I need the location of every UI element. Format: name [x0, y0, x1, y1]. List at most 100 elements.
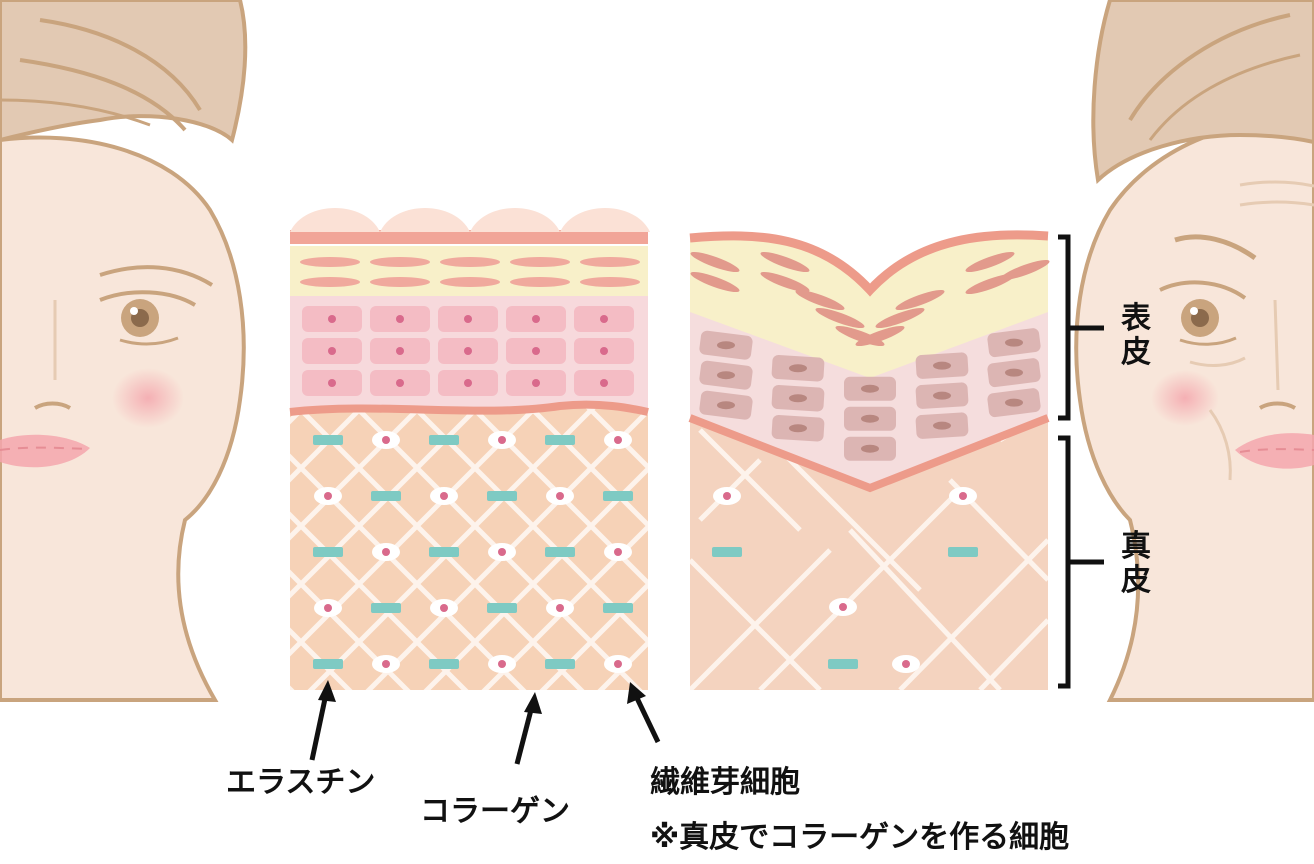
cell-nucleus: [717, 371, 735, 380]
collagen-fiber: [690, 548, 832, 690]
cell-nucleus: [328, 347, 336, 355]
elastin-fiber: [313, 659, 343, 669]
collagen-fiber: [848, 528, 1002, 690]
dermis-label-line1: 真: [1121, 529, 1151, 564]
cell-nucleus: [861, 414, 879, 423]
collagen-arrow: [514, 692, 542, 765]
collagen-fiber: [584, 403, 648, 471]
skin-surface-bump: [560, 208, 650, 232]
cell-nucleus: [933, 421, 951, 430]
granular-cell: [815, 307, 865, 329]
fibroblast-label: 繊維芽細胞: [650, 765, 800, 800]
granular-cell: [795, 289, 845, 311]
fibroblast-nucleus: [556, 604, 564, 612]
young-skin-cross-section: [289, 208, 650, 690]
fibroblast-nucleus: [382, 436, 390, 444]
granular-cell: [370, 257, 430, 267]
aged-dermis-layer: [690, 407, 1048, 690]
fibroblast-nucleus: [959, 492, 967, 500]
elastin-fiber: [313, 435, 343, 445]
cell-nucleus: [789, 424, 807, 433]
elastin-fiber: [545, 435, 575, 445]
cell-nucleus: [532, 347, 540, 355]
fibroblast-nucleus: [382, 548, 390, 556]
cell-nucleus: [600, 379, 608, 387]
cell-nucleus: [396, 347, 404, 355]
dermis-bracket: [1058, 435, 1104, 689]
cell-nucleus: [933, 391, 951, 400]
cell-nucleus: [532, 315, 540, 323]
epidermis-label-line2: 皮: [1121, 335, 1151, 370]
fibroblast-note: ※真皮でコラーゲンを作る細胞: [650, 820, 1070, 855]
elastin-fiber: [948, 547, 978, 557]
fibroblast-nucleus: [324, 604, 332, 612]
granular-cell: [690, 271, 740, 293]
elastin-fiber: [429, 435, 459, 445]
granular-cell: [510, 277, 570, 287]
granular-cell: [760, 251, 810, 273]
fibroblast-nucleus: [324, 492, 332, 500]
granular-cell: [300, 277, 360, 287]
granular-cell: [300, 257, 360, 267]
fibroblast-nucleus: [902, 660, 910, 668]
skin-surface-bump: [290, 208, 380, 232]
cell-nucleus: [464, 315, 472, 323]
granular-cell: [370, 277, 430, 287]
fibroblast-nucleus: [839, 603, 847, 611]
cell-nucleus: [600, 315, 608, 323]
fibroblast-nucleus: [440, 604, 448, 612]
cell-nucleus: [789, 364, 807, 373]
granular-cell: [855, 325, 905, 347]
fibroblast-nucleus: [556, 492, 564, 500]
elastin-fiber: [545, 547, 575, 557]
granular-cell: [875, 307, 925, 329]
cell-nucleus: [1005, 338, 1023, 347]
collagen-fiber: [290, 403, 424, 541]
cell-nucleus: [328, 315, 336, 323]
collagen-fiber: [898, 538, 1048, 690]
elastin-fiber: [828, 659, 858, 669]
elastin-fiber: [371, 603, 401, 613]
elastin-label: エラスチン: [226, 765, 376, 800]
cell-nucleus: [464, 379, 472, 387]
young-epidermis-layer: [289, 208, 650, 416]
granular-cell: [440, 257, 500, 267]
dermis-label-line2: 皮: [1121, 563, 1151, 598]
granular-cell: [965, 251, 1015, 273]
fibroblast-nucleus: [723, 492, 731, 500]
granular-cell: [580, 257, 640, 267]
elastin-fiber: [487, 603, 517, 613]
fibroblast-nucleus: [614, 548, 622, 556]
epidermis-label-line1: 表: [1121, 301, 1151, 336]
granular-cell: [965, 273, 1015, 295]
granular-cell: [895, 289, 945, 311]
cell-nucleus: [1005, 398, 1023, 407]
aged-face-illustration: [1074, 0, 1314, 702]
cell-nucleus: [532, 379, 540, 387]
granular-cell: [510, 257, 570, 267]
cell-nucleus: [861, 384, 879, 393]
elastin-fiber: [545, 659, 575, 669]
cell-nucleus: [933, 361, 951, 370]
elastin-fiber: [603, 603, 633, 613]
fibroblast-nucleus: [614, 436, 622, 444]
fibroblast-nucleus: [498, 548, 506, 556]
collagen-fiber: [290, 403, 366, 483]
fibroblast-nucleus: [498, 660, 506, 668]
fibroblast-arrow: [627, 682, 661, 744]
dermis-label: 真 皮: [1116, 530, 1156, 598]
cell-nucleus: [861, 444, 879, 453]
collagen-fiber: [539, 581, 648, 690]
collagen-fiber: [758, 488, 962, 690]
fibroblast-nucleus: [614, 660, 622, 668]
cell-nucleus: [600, 347, 608, 355]
epidermis-bracket: [1058, 234, 1104, 421]
elastin-fiber: [313, 547, 343, 557]
collagen-label: コラーゲン: [420, 794, 570, 829]
elastin-fiber: [712, 547, 742, 557]
cell-nucleus: [717, 401, 735, 410]
granular-cell: [760, 271, 810, 293]
aged-epidermis-layer: [688, 230, 1050, 493]
elastin-fiber: [487, 491, 517, 501]
